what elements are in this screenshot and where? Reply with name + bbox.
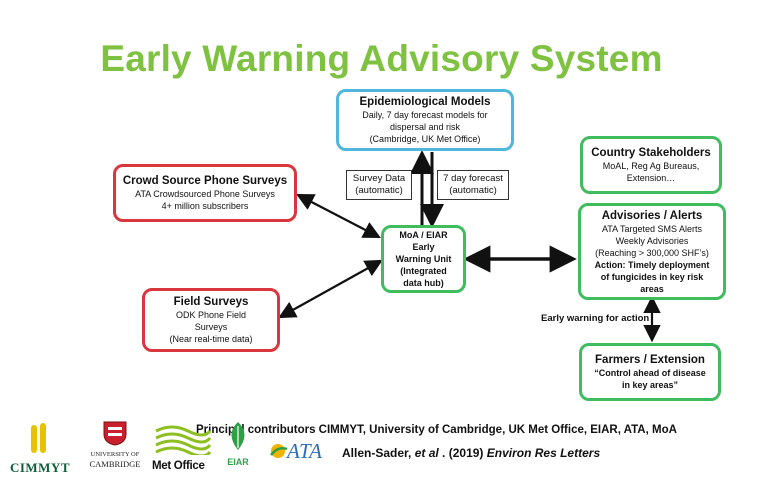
cambridge-logo: UNIVERSITY OF CAMBRIDGE [84,420,146,472]
adv-line: ATA Targeted SMS Alerts [601,223,703,234]
hub-line: MoA / EIAR [399,230,448,240]
epi-line: Daily, 7 day forecast models for [362,110,488,120]
field-line: ODK Phone Field [175,310,247,320]
crowd-line: 4+ million subscribers [161,201,249,211]
ata-logo: ATA [267,439,341,466]
eiar-leaf-icon [231,422,245,450]
cimmyt-wheat-icon [31,423,46,453]
met-office-logo: Met Office [152,425,214,473]
hub-line: Early [412,242,435,252]
country-stakeholders-box: Country Stakeholders MoAL, Reg Ag Bureau… [580,136,722,194]
citation-etal: et al [414,446,439,460]
met-office-logo-text: Met Office [152,460,205,472]
early-warning-label: Early warning for action [541,313,650,324]
epi-line: (Cambridge, UK Met Office) [369,134,481,144]
stake-line: Extension… [626,173,676,183]
citation-journal: Environ Res Letters [486,446,601,460]
adv-title: Advisories / Alerts [601,209,703,222]
epi-line: dispersal and risk [389,122,461,132]
survey-label-line: Survey Data [352,173,406,184]
adv-action-line: areas [640,283,664,294]
farm-title: Farmers / Extension [595,354,705,366]
crowd-line: ATA Crowdsourced Phone Surveys [135,189,275,199]
epi-title: Epidemiological Models [359,96,491,108]
eiar-logo: EIAR [218,420,258,472]
citation-year: . (2019) [438,446,487,460]
adv-action-line: of fungicides in key risk [600,271,704,282]
hub-line: Warning Unit [395,254,452,264]
forecast-label-line: 7 day forecast [443,173,503,184]
field-line: (Near real-time data) [169,334,253,344]
cimmyt-logo-text: CIMMYT [9,460,71,475]
citation-authors: Allen-Sader, [342,446,415,460]
stake-line: MoAL, Reg Ag Bureaus, [602,161,700,171]
ata-logo-text: ATA [287,439,322,463]
adv-line: Weekly Advisories [615,235,689,246]
stake-title: Country Stakeholders [591,147,711,159]
page-title: Early Warning Advisory System [100,38,663,79]
cambridge-logo-line1: UNIVERSITY OF [90,451,140,458]
hub-line: (Integrated [400,266,447,276]
farmers-extension-box: Farmers / Extension “Control ahead of di… [579,343,721,401]
survey-data-label: Survey Data (automatic) [346,170,412,200]
contributors-text: Principal contributors CIMMYT, Universit… [196,424,677,436]
field-title: Field Surveys [173,296,249,308]
adv-action-line: Action: Timely deployment [594,259,710,270]
met-office-waves-icon [155,425,212,458]
forecast-label-line: (automatic) [449,185,497,196]
survey-label-line: (automatic) [355,185,403,196]
crowd-title: Crowd Source Phone Surveys [122,175,288,187]
cambridge-shield-icon [103,421,127,446]
field-surveys-box: Field Surveys ODK Phone Field Surveys (N… [142,288,280,352]
farm-line: “Control ahead of disease [594,368,706,378]
arrow-field-hub [278,259,383,319]
field-line: Surveys [194,322,228,332]
eiar-logo-text: EIAR [227,457,249,467]
epidemiological-models-box: Epidemiological Models Daily, 7 day fore… [336,89,514,151]
cimmyt-logo: CIMMYT [4,419,76,475]
advisories-alerts-box: Advisories / Alerts ATA Targeted SMS Ale… [578,203,726,300]
farm-line: in key areas” [621,380,679,390]
adv-line: (Reaching > 300,000 SHF’s) [595,247,709,258]
crowd-source-box: Crowd Source Phone Surveys ATA Crowdsour… [113,164,297,222]
arrow-crowd-hub [296,193,381,239]
hub-box: MoA / EIAR Early Warning Unit (Integrate… [381,225,466,293]
hub-line: data hub) [403,278,444,288]
ata-sun-icon [270,444,288,458]
forecast-label: 7 day forecast (automatic) [437,170,509,200]
cambridge-logo-line2: CAMBRIDGE [89,459,141,469]
citation-text: Allen-Sader, et al . (2019) Environ Res … [342,446,600,460]
